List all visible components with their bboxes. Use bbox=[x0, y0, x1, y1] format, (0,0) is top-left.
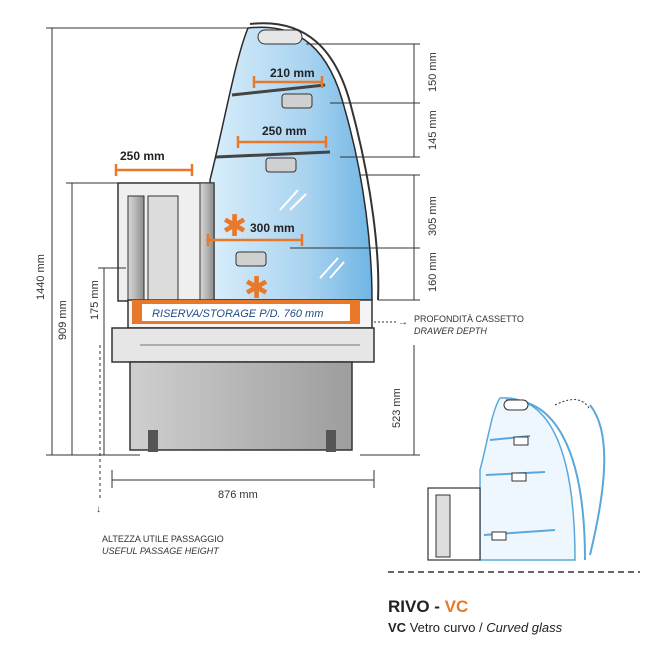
shelf-top bbox=[231, 83, 326, 97]
shelf-depth-middle: 250 mm bbox=[262, 124, 307, 138]
reflection-line bbox=[279, 189, 299, 211]
rear-column bbox=[127, 195, 145, 301]
top-lamp bbox=[257, 29, 303, 45]
drawer-depth-en: DRAWER DEPTH bbox=[414, 326, 487, 336]
dim-total-height: 1440 mm bbox=[35, 254, 47, 300]
dimension-lines-left bbox=[46, 27, 248, 500]
dim-shelf-gap-1: 150 mm bbox=[427, 52, 439, 92]
shelf-bracket bbox=[281, 93, 313, 109]
shelf-depth-bottom: 300 mm bbox=[250, 221, 295, 235]
model-title: RIVO - VC bbox=[388, 597, 468, 616]
reflection-line bbox=[319, 257, 339, 279]
rear-panel bbox=[147, 195, 179, 301]
shelf-bracket bbox=[235, 251, 267, 267]
base-cabinet bbox=[129, 361, 353, 451]
reflection-line bbox=[289, 193, 307, 211]
glass-outer-edge bbox=[249, 22, 380, 301]
thumbnail-drawing bbox=[427, 397, 606, 561]
star-icon: ✱ bbox=[222, 210, 247, 243]
rear-shelf-depth: 250 mm bbox=[120, 149, 165, 163]
arrow-right-icon: → bbox=[398, 317, 408, 328]
dim-counter-height: 909 mm bbox=[57, 300, 69, 340]
drawer-depth-it: PROFONDITÀ CASSETTO bbox=[414, 314, 524, 324]
dimension-lines-right bbox=[111, 43, 420, 488]
orange-markers bbox=[114, 76, 328, 246]
shelf-bracket bbox=[265, 157, 297, 173]
star-icon: ✱ bbox=[244, 272, 269, 305]
dim-shelf-gap-3: 305 mm bbox=[427, 196, 439, 236]
passage-en: USEFUL PASSAGE HEIGHT bbox=[102, 546, 220, 556]
dim-base-height: 523 mm bbox=[391, 388, 403, 428]
storage-label: RISERVA/STORAGE P/D. 760 mm bbox=[152, 308, 323, 320]
arrow-down-icon: ↓ bbox=[96, 504, 101, 515]
dim-shelf-gap-4: 160 mm bbox=[427, 252, 439, 292]
dim-drawer-height: 175 mm bbox=[89, 280, 101, 320]
model-subtitle: VC Vetro curvo / Curved glass bbox=[388, 620, 563, 635]
foot bbox=[148, 430, 158, 452]
dim-width: 876 mm bbox=[218, 489, 258, 501]
shelf-middle bbox=[215, 150, 331, 159]
passage-it: ALTEZZA UTILE PASSAGGIO bbox=[102, 534, 224, 544]
reflection-line bbox=[329, 261, 345, 279]
shelf-depth-top: 210 mm bbox=[270, 66, 315, 80]
storage-label-box bbox=[142, 304, 350, 321]
foot bbox=[326, 430, 336, 452]
dim-shelf-gap-2: 145 mm bbox=[427, 110, 439, 150]
